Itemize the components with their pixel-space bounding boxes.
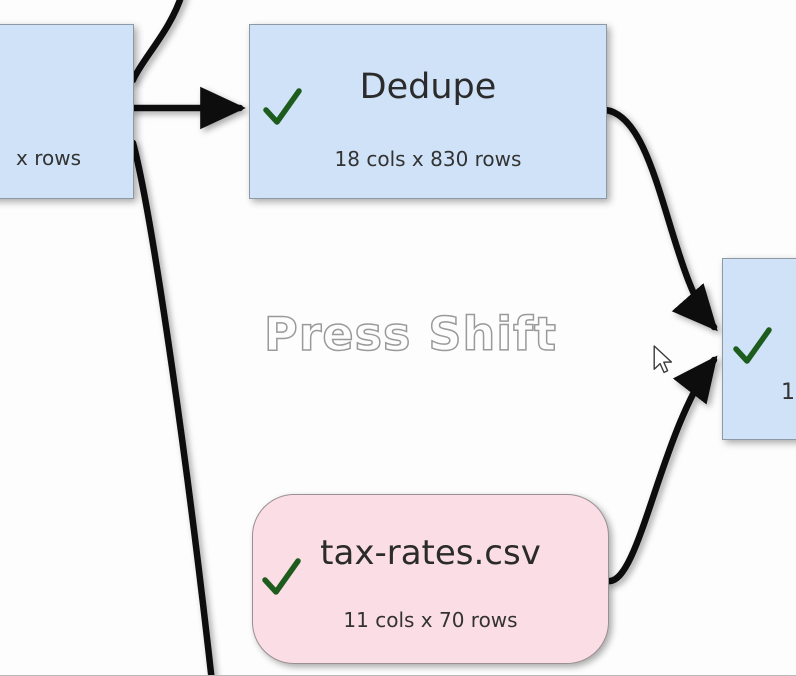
node-dedupe[interactable]: Dedupe 18 cols x 830 rows: [249, 24, 607, 199]
check-icon-tax-rates: [262, 558, 301, 595]
node-dedupe-subtitle: 18 cols x 830 rows: [334, 147, 522, 171]
press-shift-hint: Press Shift: [263, 306, 558, 362]
node-tax-rates[interactable]: tax-rates.csv 11 cols x 70 rows: [252, 494, 609, 664]
edge-dedupe-to-downstream: [602, 106, 718, 332]
node-tax-rates-subtitle: 11 cols x 70 rows: [343, 608, 518, 632]
node-dedupe-title: Dedupe: [359, 67, 497, 107]
node-upstream-subtitle: x rows: [16, 146, 81, 170]
check-icon-downstream: [733, 327, 772, 364]
edge-offscreen-top-to-dedupe: [129, 0, 184, 84]
node-tax-rates-title: tax-rates.csv: [320, 533, 541, 573]
node-upstream[interactable]: x rows: [0, 24, 134, 199]
edge-taxrates-to-downstream: [604, 355, 718, 585]
mouse-cursor: [653, 345, 673, 374]
node-downstream-subtitle: 1: [781, 380, 795, 405]
edge-upstream-to-offscreen-bottom: [129, 139, 215, 675]
check-icon-dedupe: [263, 88, 302, 125]
